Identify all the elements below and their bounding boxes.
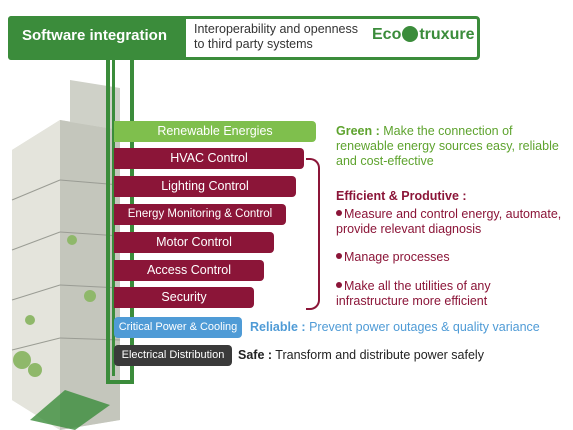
bar-motor-control: Motor Control [114,232,274,253]
interoperability-description: Interoperability and openness to third p… [194,22,359,51]
efficient-item-1: Measure and control energy, automate, pr… [336,207,562,236]
reliable-label: Reliable : [250,320,306,334]
bullet-icon [336,282,342,288]
efficient-heading: Efficient & Produtive : [336,189,467,203]
bar-security: Security [114,287,254,308]
ecostruxure-logo-icon [402,26,419,42]
bar-energy-monitoring-control: Energy Monitoring & Control [114,204,286,225]
efficient-bracket [306,158,320,310]
pipe-inner [112,60,123,376]
safe-text: Transform and distribute power safely [275,348,484,362]
bar-electrical-distribution: Electrical Distribution [114,345,232,366]
bar-access-control: Access Control [114,260,264,281]
software-integration-title: Software integration [22,27,168,44]
bullet-icon [336,210,342,216]
reliable-text: Prevent power outages & quality variance [309,320,540,334]
bar-hvac-control: HVAC Control [114,148,304,169]
efficient-item-2: Manage processes [336,250,568,265]
building-illustration [11,80,121,430]
green-description: Green : Make the connection of renewable… [336,124,572,169]
safe-description: Safe : Transform and distribute power sa… [238,348,558,363]
green-label: Green : [336,124,380,138]
safe-label: Safe : [238,348,273,362]
bullet-icon [336,253,342,259]
software-integration-tab: Software integration [8,16,186,60]
bar-renewable-energies: Renewable Energies [114,121,316,142]
efficient-item-3: Make all the utilities of any infrastruc… [336,279,491,308]
reliable-description: Reliable : Prevent power outages & quali… [250,320,570,335]
bar-lighting-control: Lighting Control [114,176,296,197]
bar-critical-power-cooling: Critical Power & Cooling [114,317,242,338]
green-text: Make the connection of renewable energy … [336,124,559,168]
